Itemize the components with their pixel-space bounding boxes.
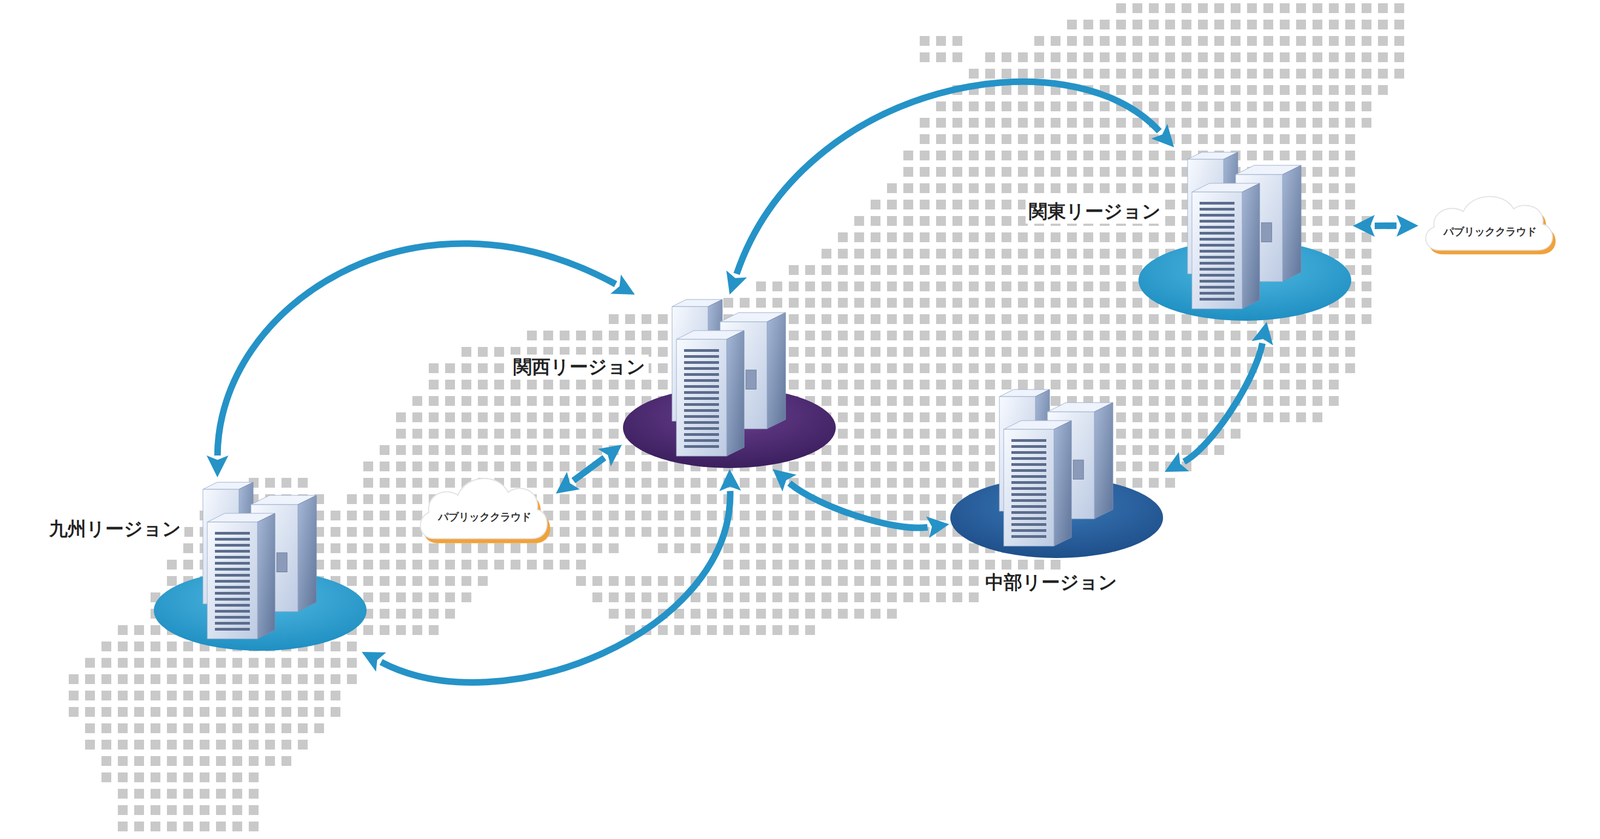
connection-arrow — [789, 483, 928, 529]
server-region-shape — [152, 477, 369, 652]
region-label: 九州リージョン — [45, 516, 185, 542]
cloud-label: パブリッククラウド — [438, 510, 532, 524]
cloud-label: パブリッククラウド — [1443, 225, 1537, 238]
region-label: 関西リージョン — [510, 354, 649, 380]
connection-arrow — [1374, 222, 1397, 230]
public-cloud: パブリッククラウド — [412, 469, 556, 546]
server-region: 関東リージョン — [1137, 147, 1353, 322]
public-cloud: パブリッククラウド — [1418, 188, 1562, 257]
connection-arrow — [217, 243, 616, 456]
server-region: 九州リージョン — [152, 477, 369, 652]
cloud-shape — [412, 469, 556, 546]
region-label: 関東リージョン — [1025, 199, 1165, 224]
connection-arrow — [1183, 343, 1263, 462]
server-region-shape — [1137, 147, 1353, 322]
server-region: 関西リージョン — [621, 294, 838, 470]
server-region: 中部リージョン — [949, 384, 1165, 560]
connection-arrow — [736, 81, 1160, 274]
server-region-shape — [949, 384, 1165, 560]
connection-arrow — [573, 457, 605, 481]
cloud-shape — [1418, 188, 1562, 257]
server-region-shape — [621, 294, 838, 470]
region-label: 中部リージョン — [981, 570, 1121, 595]
